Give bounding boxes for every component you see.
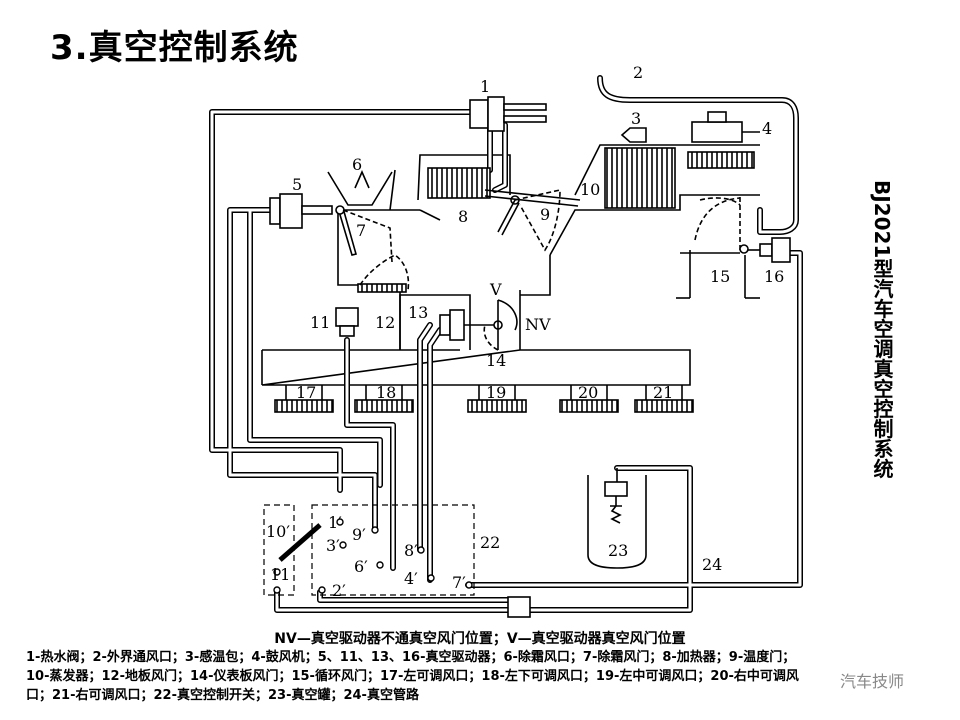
label-16: 16	[764, 267, 784, 286]
label-3: 3	[631, 109, 641, 128]
defrost-outlet	[327, 170, 393, 206]
switch-ports	[273, 518, 473, 594]
watermark: 汽车技师	[840, 672, 905, 691]
label-7: 7	[356, 221, 366, 240]
blower	[691, 111, 760, 143]
tee-junction	[507, 596, 531, 618]
label-21: 21	[653, 383, 673, 402]
label-9: 9	[540, 205, 550, 224]
label-17: 17	[296, 383, 316, 402]
blower-grille	[687, 151, 755, 169]
actuator-5	[269, 193, 333, 229]
label-6: 6	[352, 155, 362, 174]
label-12: 12	[375, 313, 395, 332]
vacuum-control-switch	[263, 504, 475, 596]
temperature-door	[484, 189, 581, 252]
label-p11: 11	[270, 565, 290, 584]
label-p3: 3′	[326, 536, 340, 555]
label-8: 8	[458, 207, 468, 226]
component-labels: 1 2 3 4 5 6 7 8 9 10 11 12 13 14 15 16 1…	[266, 63, 784, 600]
label-18: 18	[376, 383, 396, 402]
heater-core	[427, 167, 491, 199]
label-1: 1	[480, 77, 490, 96]
label-p7: 7′	[452, 573, 466, 592]
label-p2: 2′	[332, 581, 346, 600]
label-10: 10	[580, 180, 600, 199]
actuator-16	[748, 237, 791, 263]
outlets	[274, 385, 694, 413]
actuator-13	[439, 309, 495, 341]
label-14: 14	[486, 351, 506, 370]
temperature-bulb	[620, 127, 647, 143]
label-p10: 10′	[266, 522, 290, 541]
outlet-19	[467, 399, 527, 413]
side-label: BJ2021型汽车空调真空控制系统	[870, 180, 894, 479]
vacuum-tank	[587, 468, 647, 569]
panel-door	[483, 299, 518, 351]
outlet-18	[354, 399, 414, 413]
label-v: V	[489, 280, 502, 299]
label-11: 11	[310, 313, 330, 332]
outlet-20	[559, 399, 619, 413]
heater-valve	[469, 96, 547, 132]
legend: 1-热水阀；2-外界通风口；3-感温包；4-鼓风机；5、11、13、16-真空驱…	[26, 648, 946, 705]
label-24: 24	[702, 555, 722, 574]
label-nv: NV	[525, 315, 551, 334]
recirc-door	[694, 195, 749, 254]
label-2: 2	[633, 63, 643, 82]
label-22: 22	[480, 533, 500, 552]
floor-door	[357, 254, 410, 293]
outlet-21	[634, 399, 694, 413]
legend-line-3: 口；21-右可调风口；22-真空控制开关；23-真空罐；24-真空管路	[26, 688, 419, 703]
actuator-11	[335, 307, 359, 337]
label-p9: 9′	[352, 525, 366, 544]
defrost-door	[335, 205, 393, 263]
caption-title: NV—真空驱动器不通真空风门位置；V—真空驱动器真空风门位置	[274, 631, 686, 647]
page-title: 3.真空控制系统	[50, 28, 299, 68]
label-15: 15	[710, 267, 730, 286]
label-p4: 4′	[404, 569, 418, 588]
label-4: 4	[762, 119, 772, 138]
legend-line-2: 10-蒸发器；12-地板风门；14-仪表板风门；15-循环风门；17-左可调风口…	[26, 669, 799, 684]
evaporator	[604, 147, 676, 209]
duct-outline	[261, 144, 760, 386]
label-19: 19	[486, 383, 506, 402]
label-13: 13	[408, 303, 428, 322]
outlet-17	[274, 399, 334, 413]
label-23: 23	[608, 541, 628, 560]
label-p1: 1′	[328, 513, 342, 532]
label-p6: 6′	[354, 557, 368, 576]
label-p8: 8′	[404, 541, 418, 560]
legend-line-1: 1-热水阀；2-外界通风口；3-感温包；4-鼓风机；5、11、13、16-真空驱…	[26, 650, 796, 665]
label-20: 20	[578, 383, 598, 402]
label-5: 5	[292, 175, 302, 194]
